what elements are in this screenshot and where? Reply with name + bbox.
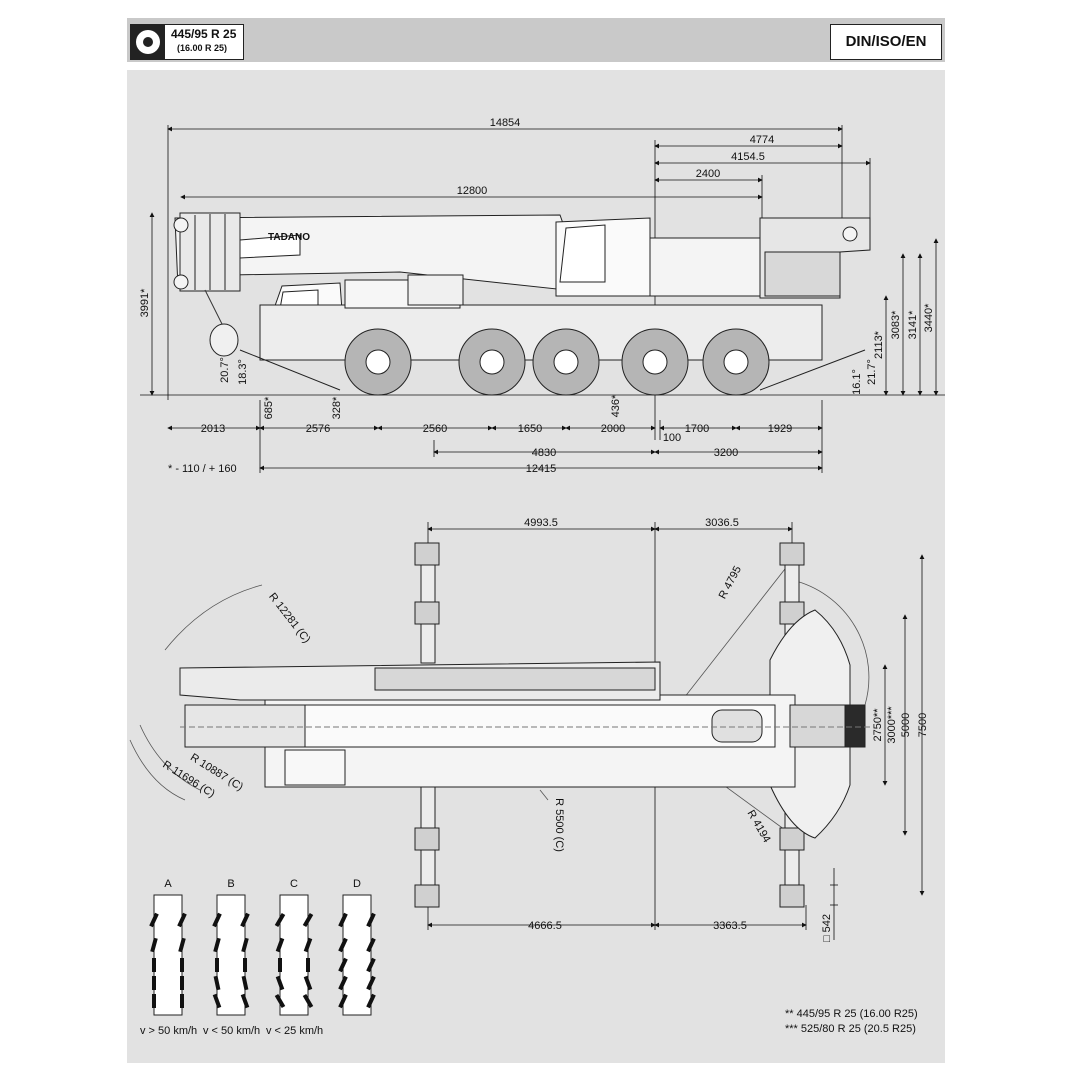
steering-label-c: C: [290, 878, 298, 890]
steering-mode-a: A: [153, 878, 183, 1016]
dim-4830: 4830: [532, 447, 556, 459]
steering-wheel-marks: [149, 912, 376, 1009]
dim-3083: 3083*: [890, 310, 902, 339]
approach-angle: 20.7°: [219, 357, 231, 383]
radius-12281: R 12281 (C): [266, 591, 312, 646]
tire-spec: 445/95 R 25: [171, 27, 237, 41]
tire-icon: [131, 25, 165, 59]
steering-mode-c: C: [279, 878, 309, 1016]
side-dimension-lines: [140, 125, 945, 473]
bottom-dim-rear: 3363.5: [713, 920, 747, 932]
dim-4774: 4774: [750, 134, 774, 146]
ground-clearance: 328*: [331, 396, 343, 419]
outrigger-width-7500: 7500: [917, 713, 929, 737]
speed-label-3: v < 25 km/h: [266, 1025, 324, 1037]
radius-4795: R 4795: [717, 564, 744, 601]
outrigger-width-3000: 3000***: [886, 706, 898, 744]
dim-2400: 2400: [696, 168, 720, 180]
radius-4194: R 4194: [745, 808, 773, 845]
radius-5500: R 5500 (C): [553, 798, 565, 852]
axle-dim-1: 2013: [201, 423, 225, 435]
departure-angle-2: 16.1°: [851, 369, 863, 395]
side-dimension-labels: 14854 4774 4154.5 2400 12800 3991* 20.7°…: [139, 117, 935, 475]
speed-label-2: v < 50 km/h: [203, 1025, 261, 1037]
axle-dim-7: 1929: [768, 423, 792, 435]
crane-side-view: [173, 212, 871, 396]
outrigger-width-2750: 2750**: [872, 708, 884, 742]
footnote-triple: *** 525/80 R 25 (20.5 R25): [785, 1023, 916, 1035]
dim-12800: 12800: [457, 185, 488, 197]
axle-dim-5: 2000: [601, 423, 625, 435]
outrigger-pad-size: □ 542: [821, 914, 833, 942]
outrigger-width-5000: 5000: [900, 713, 912, 737]
footnote-double: ** 445/95 R 25 (16.00 R25): [785, 1008, 918, 1020]
standard-badge: DIN/ISO/EN: [830, 24, 942, 60]
dim-3141: 3141*: [907, 310, 919, 339]
axle-offset: 100: [663, 432, 681, 444]
tire-spec-sub: (16.00 R 25): [177, 43, 228, 53]
axle-dim-2: 2576: [306, 423, 330, 435]
dim-overall-length: 14854: [490, 117, 521, 129]
dim-4154: 4154.5: [731, 151, 765, 163]
speed-label-1: v > 50 km/h: [140, 1025, 198, 1037]
top-dim-front: 4993.5: [524, 517, 558, 529]
steering-label-d: D: [353, 878, 361, 890]
steering-mode-b: B: [216, 878, 246, 1016]
dim-12415: 12415: [526, 463, 557, 475]
dim-3440: 3440*: [923, 303, 935, 332]
bottom-dim-front: 4666.5: [528, 920, 562, 932]
steering-modes: A B C D: [149, 878, 376, 1016]
steering-label-b: B: [227, 878, 234, 890]
dim-3200: 3200: [714, 447, 738, 459]
steering-label-a: A: [164, 878, 172, 890]
top-dim-rear: 3036.5: [705, 517, 739, 529]
tolerance-note: * - 110 / + 160: [168, 463, 237, 475]
steering-mode-d: D: [342, 878, 372, 1016]
crane-top-view: [179, 542, 870, 908]
brand-logo: TADANO: [268, 232, 310, 243]
tire-spec-box: 445/95 R 25 (16.00 R 25): [130, 24, 244, 60]
approach-angle-2: 18.3°: [237, 359, 249, 385]
departure-angle: 21.7°: [866, 359, 878, 385]
header-bar: [127, 18, 945, 62]
axle-dim-3: 2560: [423, 423, 447, 435]
dim-2113: 2113*: [873, 330, 885, 359]
dim-height: 3991*: [139, 288, 151, 317]
axle-dim-6: 1700: [685, 423, 709, 435]
ground-clearance-rear: 436*: [610, 394, 622, 417]
ground-clearance-front: 685*: [263, 396, 275, 419]
axle-dim-4: 1650: [518, 423, 542, 435]
